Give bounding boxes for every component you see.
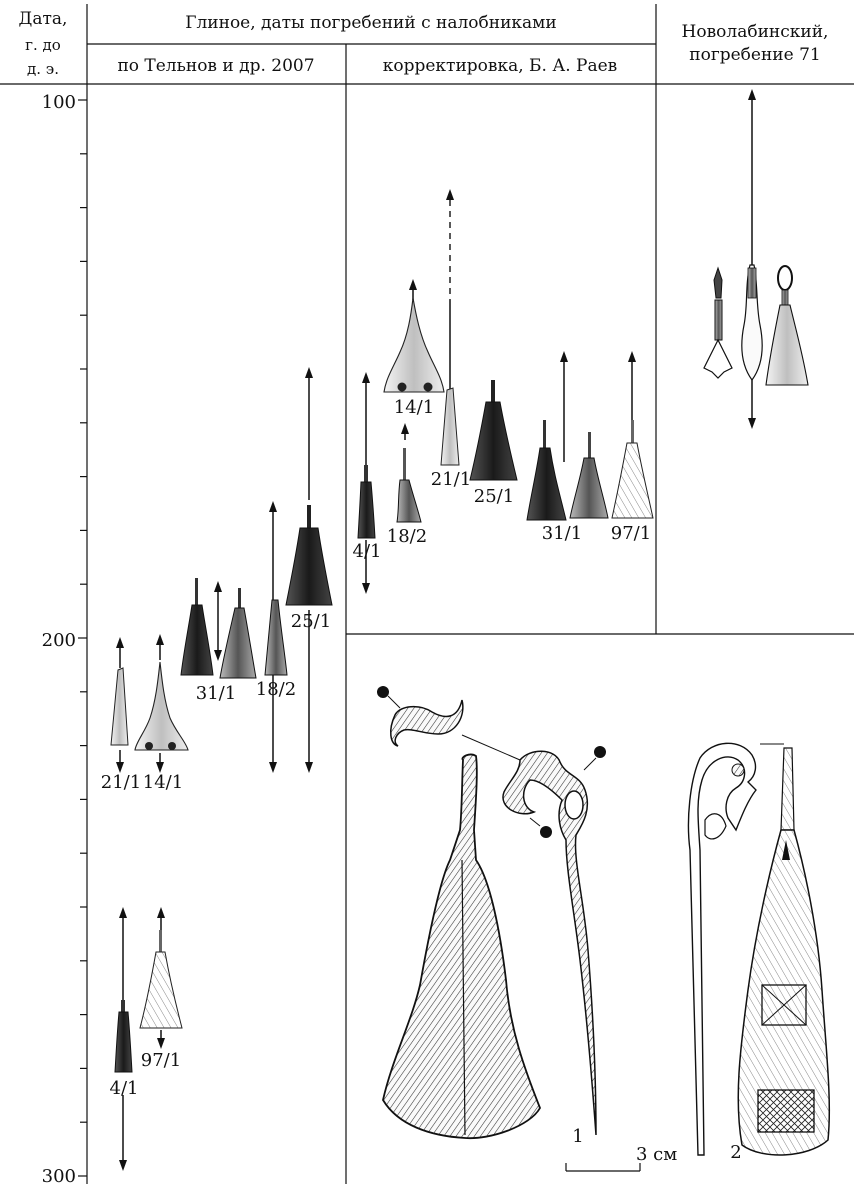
label-18-2: 18/2: [256, 679, 296, 700]
arrow-head-up-icon: [157, 907, 165, 918]
arrow-head-up-icon: [362, 372, 370, 383]
novolab-header-line1: Новолабинский,: [682, 22, 829, 42]
label-31-1: 31/1: [196, 683, 236, 704]
pendant-31-1-icon: [180, 578, 214, 676]
label-21-1: 21/1: [431, 469, 471, 490]
table-grid: [0, 4, 854, 1184]
label-18-2: 18/2: [387, 526, 427, 547]
hook-fragment-icon: [390, 699, 464, 747]
arrow-head-down-icon: [157, 1038, 165, 1049]
tick-label-200: 200: [42, 630, 76, 651]
glinoe-title: Глиное, даты погребений с налобниками: [185, 13, 557, 33]
tick-label-100: 100: [42, 92, 76, 113]
label-97-1: 97/1: [141, 1050, 181, 1071]
arrow-head-down-icon: [116, 762, 124, 773]
pendant-4-1-icon: [114, 1000, 133, 1073]
arrow-head-up-icon: [401, 423, 409, 434]
label-25-1: 25/1: [474, 486, 514, 507]
label-25-1: 25/1: [291, 611, 331, 632]
arrow-head-up-icon: [269, 501, 277, 512]
pendant-97-1-icon: [139, 930, 183, 1029]
scale-bar: [565, 1163, 641, 1172]
dot-marker-icon: [594, 746, 606, 758]
arrow-head-down-icon: [119, 1160, 127, 1171]
large-pendant-icon: [382, 753, 541, 1140]
arrow-head-up-icon: [748, 89, 756, 100]
label-31-1: 31/1: [542, 523, 582, 544]
arrow-head-up-icon: [214, 581, 222, 592]
label-21-1: 21/1: [101, 772, 141, 793]
label-97-1: 97/1: [611, 523, 651, 544]
pendant-25-1-icon: [285, 505, 333, 606]
arrow-head-up-icon: [628, 351, 636, 362]
pendant-14-1-icon: [134, 661, 189, 751]
date-header-line1: Дата,: [19, 9, 68, 29]
scale-label: 3 см: [636, 1144, 677, 1165]
arrow-head-up-icon: [446, 189, 454, 200]
pendant-97-1-icon: [611, 420, 654, 519]
pendant-31-1-icon: [526, 420, 567, 521]
novolab-column: [703, 89, 809, 429]
arrow-head-down-icon: [305, 762, 313, 773]
pendant-31-1b-icon: [219, 588, 257, 679]
s-pin-icon: [502, 746, 606, 1136]
pendant-18-2-icon: [396, 448, 422, 523]
arrow-head-up-icon: [156, 634, 164, 645]
arrow-head-down-icon: [362, 583, 370, 594]
arrow-head-down-icon: [269, 762, 277, 773]
arrow-head-up-icon: [116, 637, 124, 648]
label-4-1: 4/1: [353, 541, 382, 562]
pendant-4-1-icon: [357, 465, 376, 539]
dot-marker-icon: [377, 686, 389, 698]
raev-subheader: корректировка, Б. А. Раев: [383, 56, 618, 76]
long-pin-icon: [687, 742, 831, 1156]
fig-1-label: 1: [572, 1126, 583, 1147]
pendant-25-1-icon: [469, 380, 518, 481]
pendant-31-1b-icon: [569, 432, 609, 519]
label-4-1: 4/1: [110, 1078, 139, 1099]
tick-label-300: 300: [42, 1166, 76, 1184]
arrow-head-down-icon: [214, 650, 222, 661]
telnov-column: 21/1 14/1 31/1 18/2 25/1 4/1 97/1: [101, 367, 333, 1171]
telnov-subheader: по Тельнов и др. 2007: [117, 56, 314, 76]
arrow-head-up-icon: [119, 907, 127, 918]
date-axis: 100 200 300: [42, 92, 87, 1184]
detail-panel: 1 2 3 см: [377, 686, 831, 1172]
label-14-1: 14/1: [394, 397, 434, 418]
bell-artifact-icon: [765, 265, 809, 386]
date-header-line3: д. э.: [27, 60, 59, 78]
pendant-21-1-icon: [110, 667, 129, 746]
label-14-1: 14/1: [143, 772, 183, 793]
pendant-21-1-icon: [440, 387, 460, 466]
novolab-header-line2: погребение 71: [689, 45, 820, 65]
spatula-artifact-icon: [741, 264, 763, 382]
arrow-head-up-icon: [560, 351, 568, 362]
fig-2-label: 2: [730, 1142, 741, 1163]
arrow-head-down-icon: [156, 762, 164, 773]
arrow-head-down-icon: [748, 418, 756, 429]
pin-artifact-icon: [703, 266, 733, 379]
arrow-head-up-icon: [409, 279, 417, 290]
raev-column: 4/1 18/2 14/1 21/1 25/1 31/1 97/1: [353, 189, 654, 594]
table-header: Дата, г. до д. э. Глиное, даты погребени…: [19, 9, 829, 78]
dot-marker-icon: [540, 826, 552, 838]
pendant-18-2-icon: [264, 599, 288, 676]
pendant-14-1-icon: [383, 297, 445, 393]
date-header-line2: г. до: [25, 36, 61, 54]
arrow-head-up-icon: [305, 367, 313, 378]
telnov-range-arrows: [116, 367, 313, 1171]
